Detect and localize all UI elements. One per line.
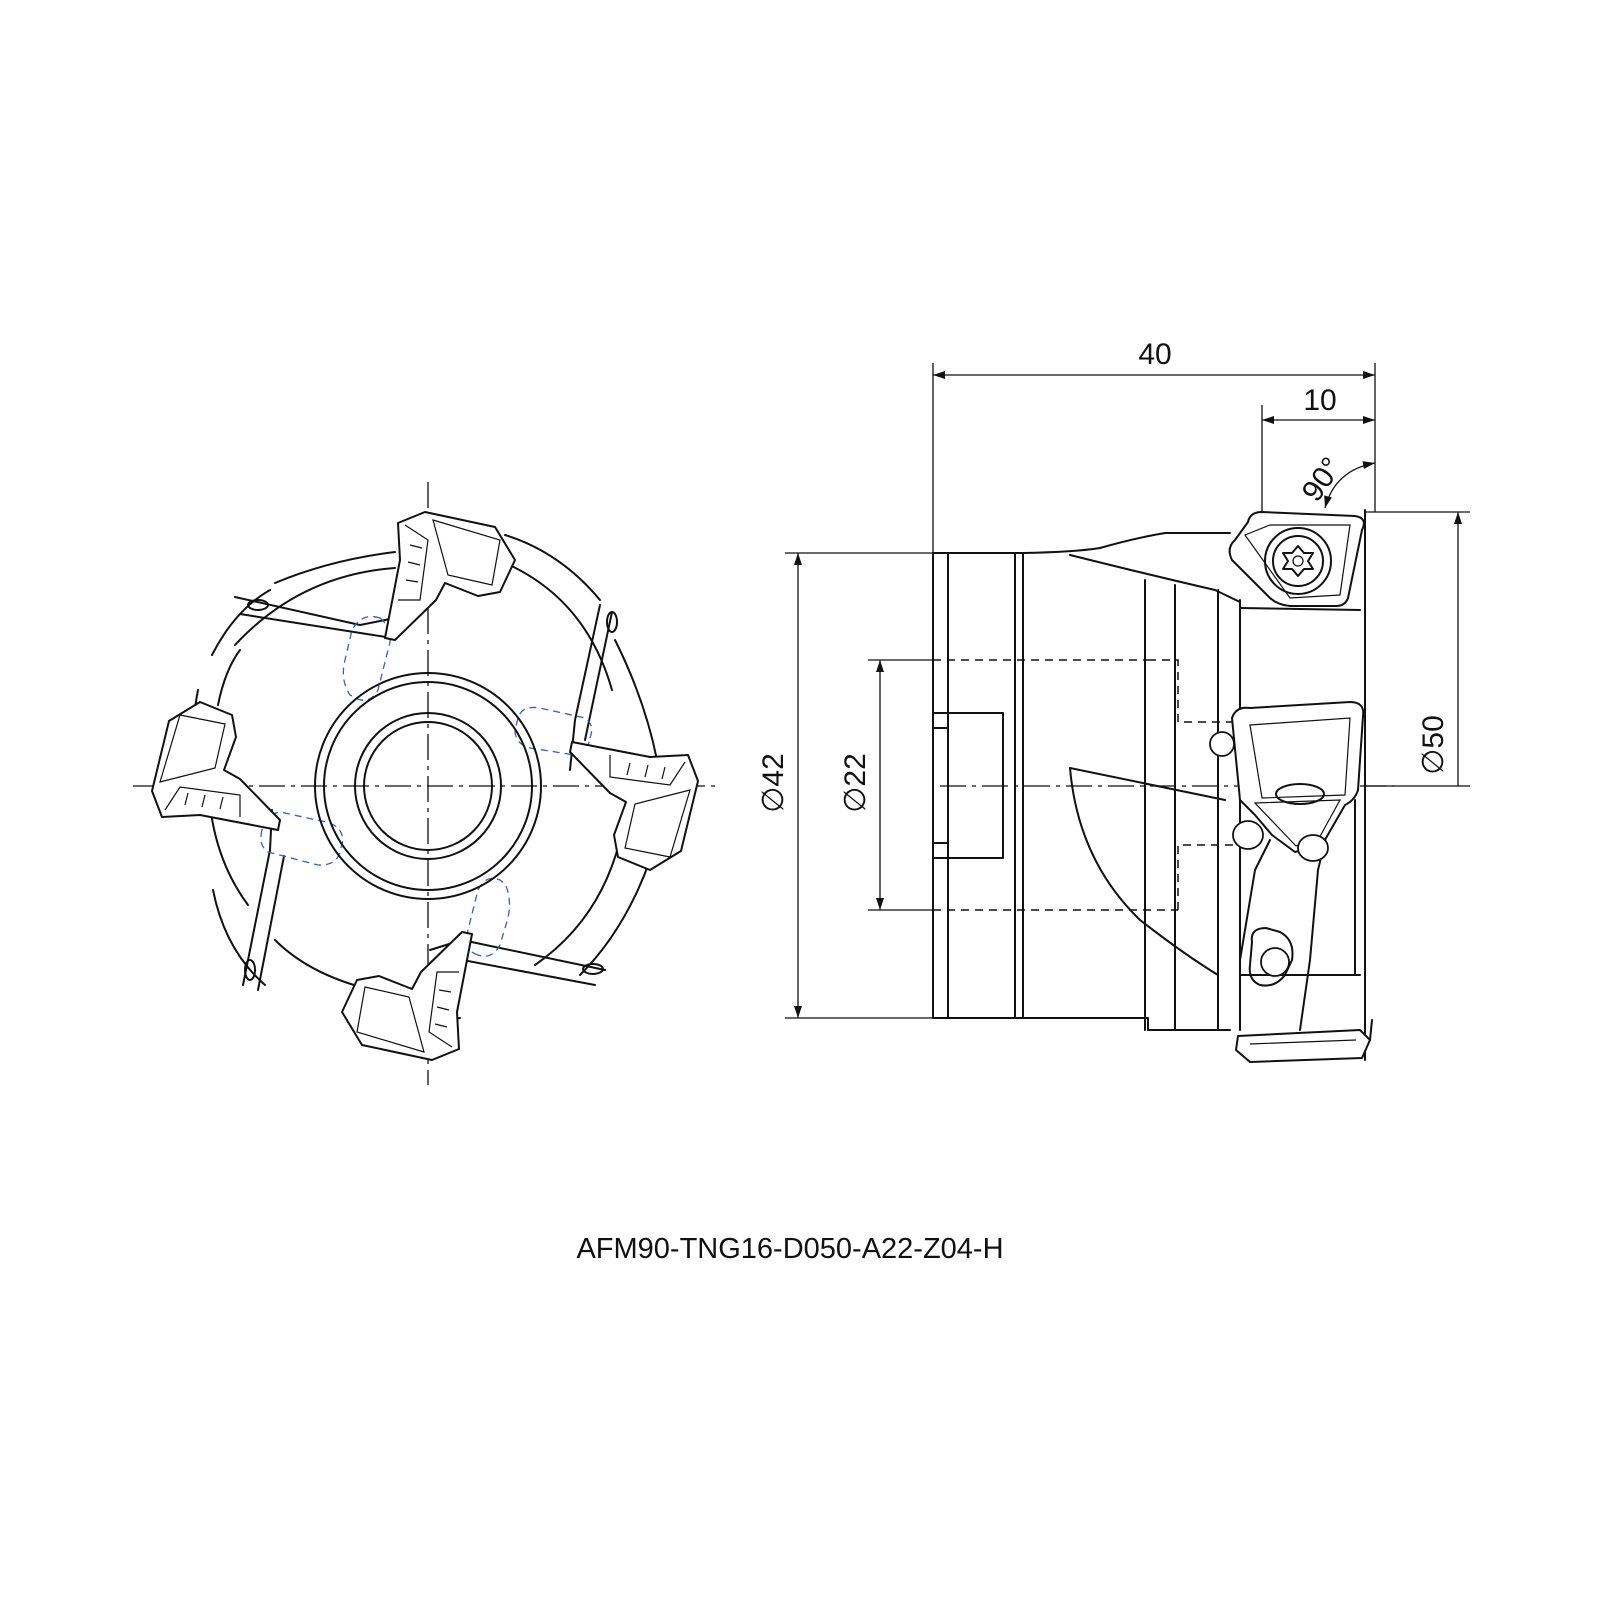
dim-cutting-diameter: ∅50: [1417, 715, 1450, 775]
dim-overall-length: 40: [1138, 338, 1171, 371]
dim-bore-diameter: ∅22: [839, 753, 872, 813]
side-lower-screw-pocket: [1248, 927, 1294, 987]
front-flutes: [234, 596, 618, 991]
front-insert-top: [384, 511, 516, 641]
side-insert-bottom: [1235, 1019, 1373, 1063]
side-cutter-body: [1022, 509, 1366, 1061]
dim-arc-lead-angle: [1324, 461, 1376, 509]
front-view: [133, 482, 718, 1085]
front-insert-left: [151, 701, 281, 831]
side-torx-socket-icon: [1282, 545, 1314, 577]
dim-lead-angle: 90°: [1296, 452, 1349, 508]
side-pin-lower-icon: [1232, 820, 1264, 850]
part-number: AFM90-TNG16-D050-A22-Z04-H: [576, 1233, 1003, 1265]
front-insert-right: [569, 741, 699, 871]
dimensions: 40 10 90° ∅50 ∅42 ∅22: [757, 338, 1470, 1019]
front-inner-ring: [207, 559, 621, 1001]
side-pin-upper-icon: [1209, 731, 1235, 757]
side-screw-head-icon: [1264, 527, 1332, 595]
side-hidden-bore: [933, 659, 1240, 911]
front-bore-outer-circle: [354, 712, 502, 860]
front-hub-mid-circle: [323, 681, 533, 891]
side-insert-middle: [1209, 701, 1365, 862]
front-insert-bottom: [341, 931, 473, 1061]
side-lower-screw-icon: [1260, 947, 1290, 977]
dim-insert-length: 10: [1303, 384, 1336, 417]
front-hub-outer-circle: [314, 672, 542, 900]
dim-body-diameter: ∅42: [757, 753, 790, 813]
side-insert-top: [1228, 511, 1365, 607]
side-view: [932, 509, 1395, 1063]
front-bore-inner-circle: [363, 721, 493, 851]
